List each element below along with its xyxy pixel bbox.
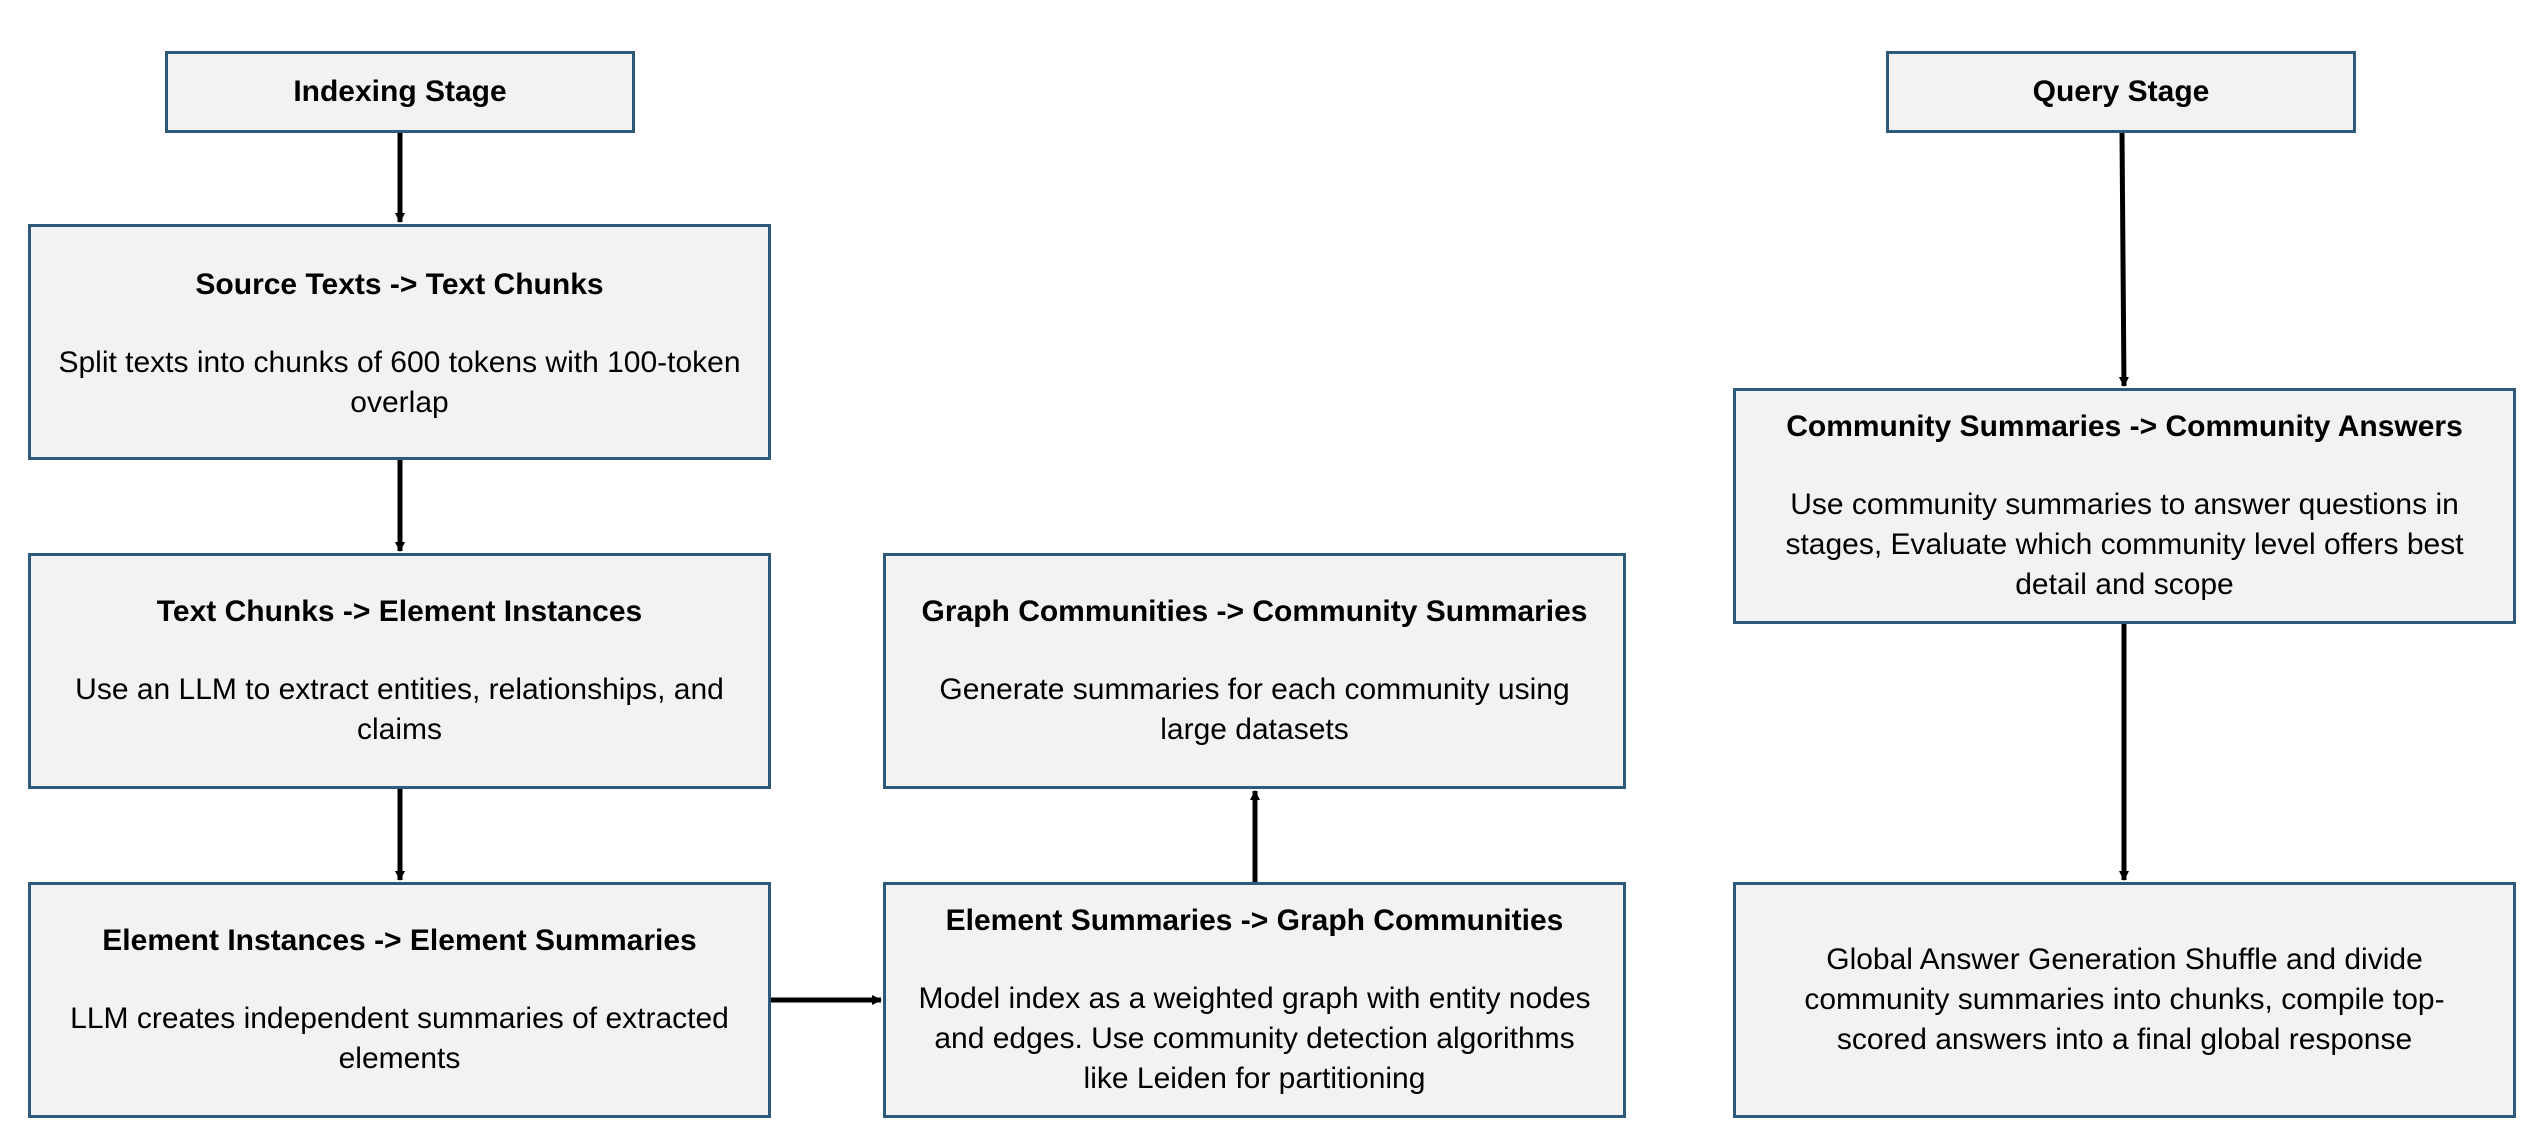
step-title: Element Summaries -> Graph Communities	[945, 904, 1564, 937]
step-source-texts-to-text-chunks: Source Texts -> Text Chunks Split texts …	[28, 224, 771, 460]
step-graph-communities-to-community-summaries: Graph Communities -> Community Summaries…	[883, 553, 1626, 789]
step-description: Generate summaries for each community us…	[939, 673, 1570, 746]
step-community-summaries-to-community-answers: Community Summaries -> Community Answers…	[1733, 388, 2516, 624]
step-title: Source Texts -> Text Chunks	[195, 268, 604, 301]
step-element-instances-to-element-summaries: Element Instances -> Element Summaries L…	[28, 882, 771, 1118]
query-stage-header: Query Stage	[1886, 51, 2356, 133]
step-description: Global Answer Generation Shuffle and div…	[1804, 943, 2445, 1056]
step-description: Split texts into chunks of 600 tokens wi…	[58, 346, 741, 419]
step-description: Use community summaries to answer questi…	[1785, 488, 2464, 601]
indexing-stage-label: Indexing Stage	[293, 75, 507, 108]
query-stage-label: Query Stage	[2032, 75, 2210, 108]
step-text-chunks-to-element-instances: Text Chunks -> Element Instances Use an …	[28, 553, 771, 789]
step-description: Model index as a weighted graph with ent…	[918, 982, 1591, 1095]
step-title: Text Chunks -> Element Instances	[156, 595, 643, 628]
step-title: Graph Communities -> Community Summaries	[921, 595, 1588, 628]
step-title: Community Summaries -> Community Answers	[1786, 410, 2463, 443]
arrow-query-to-community-answers	[2118, 132, 2129, 387]
step-element-summaries-to-graph-communities: Element Summaries -> Graph Communities M…	[883, 882, 1626, 1118]
step-description: Use an LLM to extract entities, relation…	[75, 673, 724, 746]
step-global-answer-generation: Global Answer Generation Shuffle and div…	[1733, 882, 2516, 1118]
step-title: Element Instances -> Element Summaries	[102, 924, 697, 957]
step-description: LLM creates independent summaries of ext…	[70, 1002, 729, 1075]
indexing-stage-header: Indexing Stage	[165, 51, 635, 133]
